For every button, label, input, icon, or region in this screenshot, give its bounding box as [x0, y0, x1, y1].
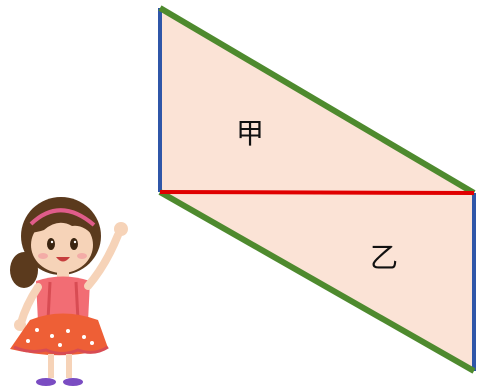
label-lower-region: 乙	[370, 241, 398, 274]
girl-cartoon-icon	[10, 197, 128, 386]
top-diagonal-side	[158, 5, 476, 196]
parallelogram-fill	[160, 8, 474, 371]
label-upper-region: 甲	[236, 117, 264, 150]
bottom-diagonal-side	[158, 189, 476, 374]
middle-divider-line	[159, 190, 475, 195]
